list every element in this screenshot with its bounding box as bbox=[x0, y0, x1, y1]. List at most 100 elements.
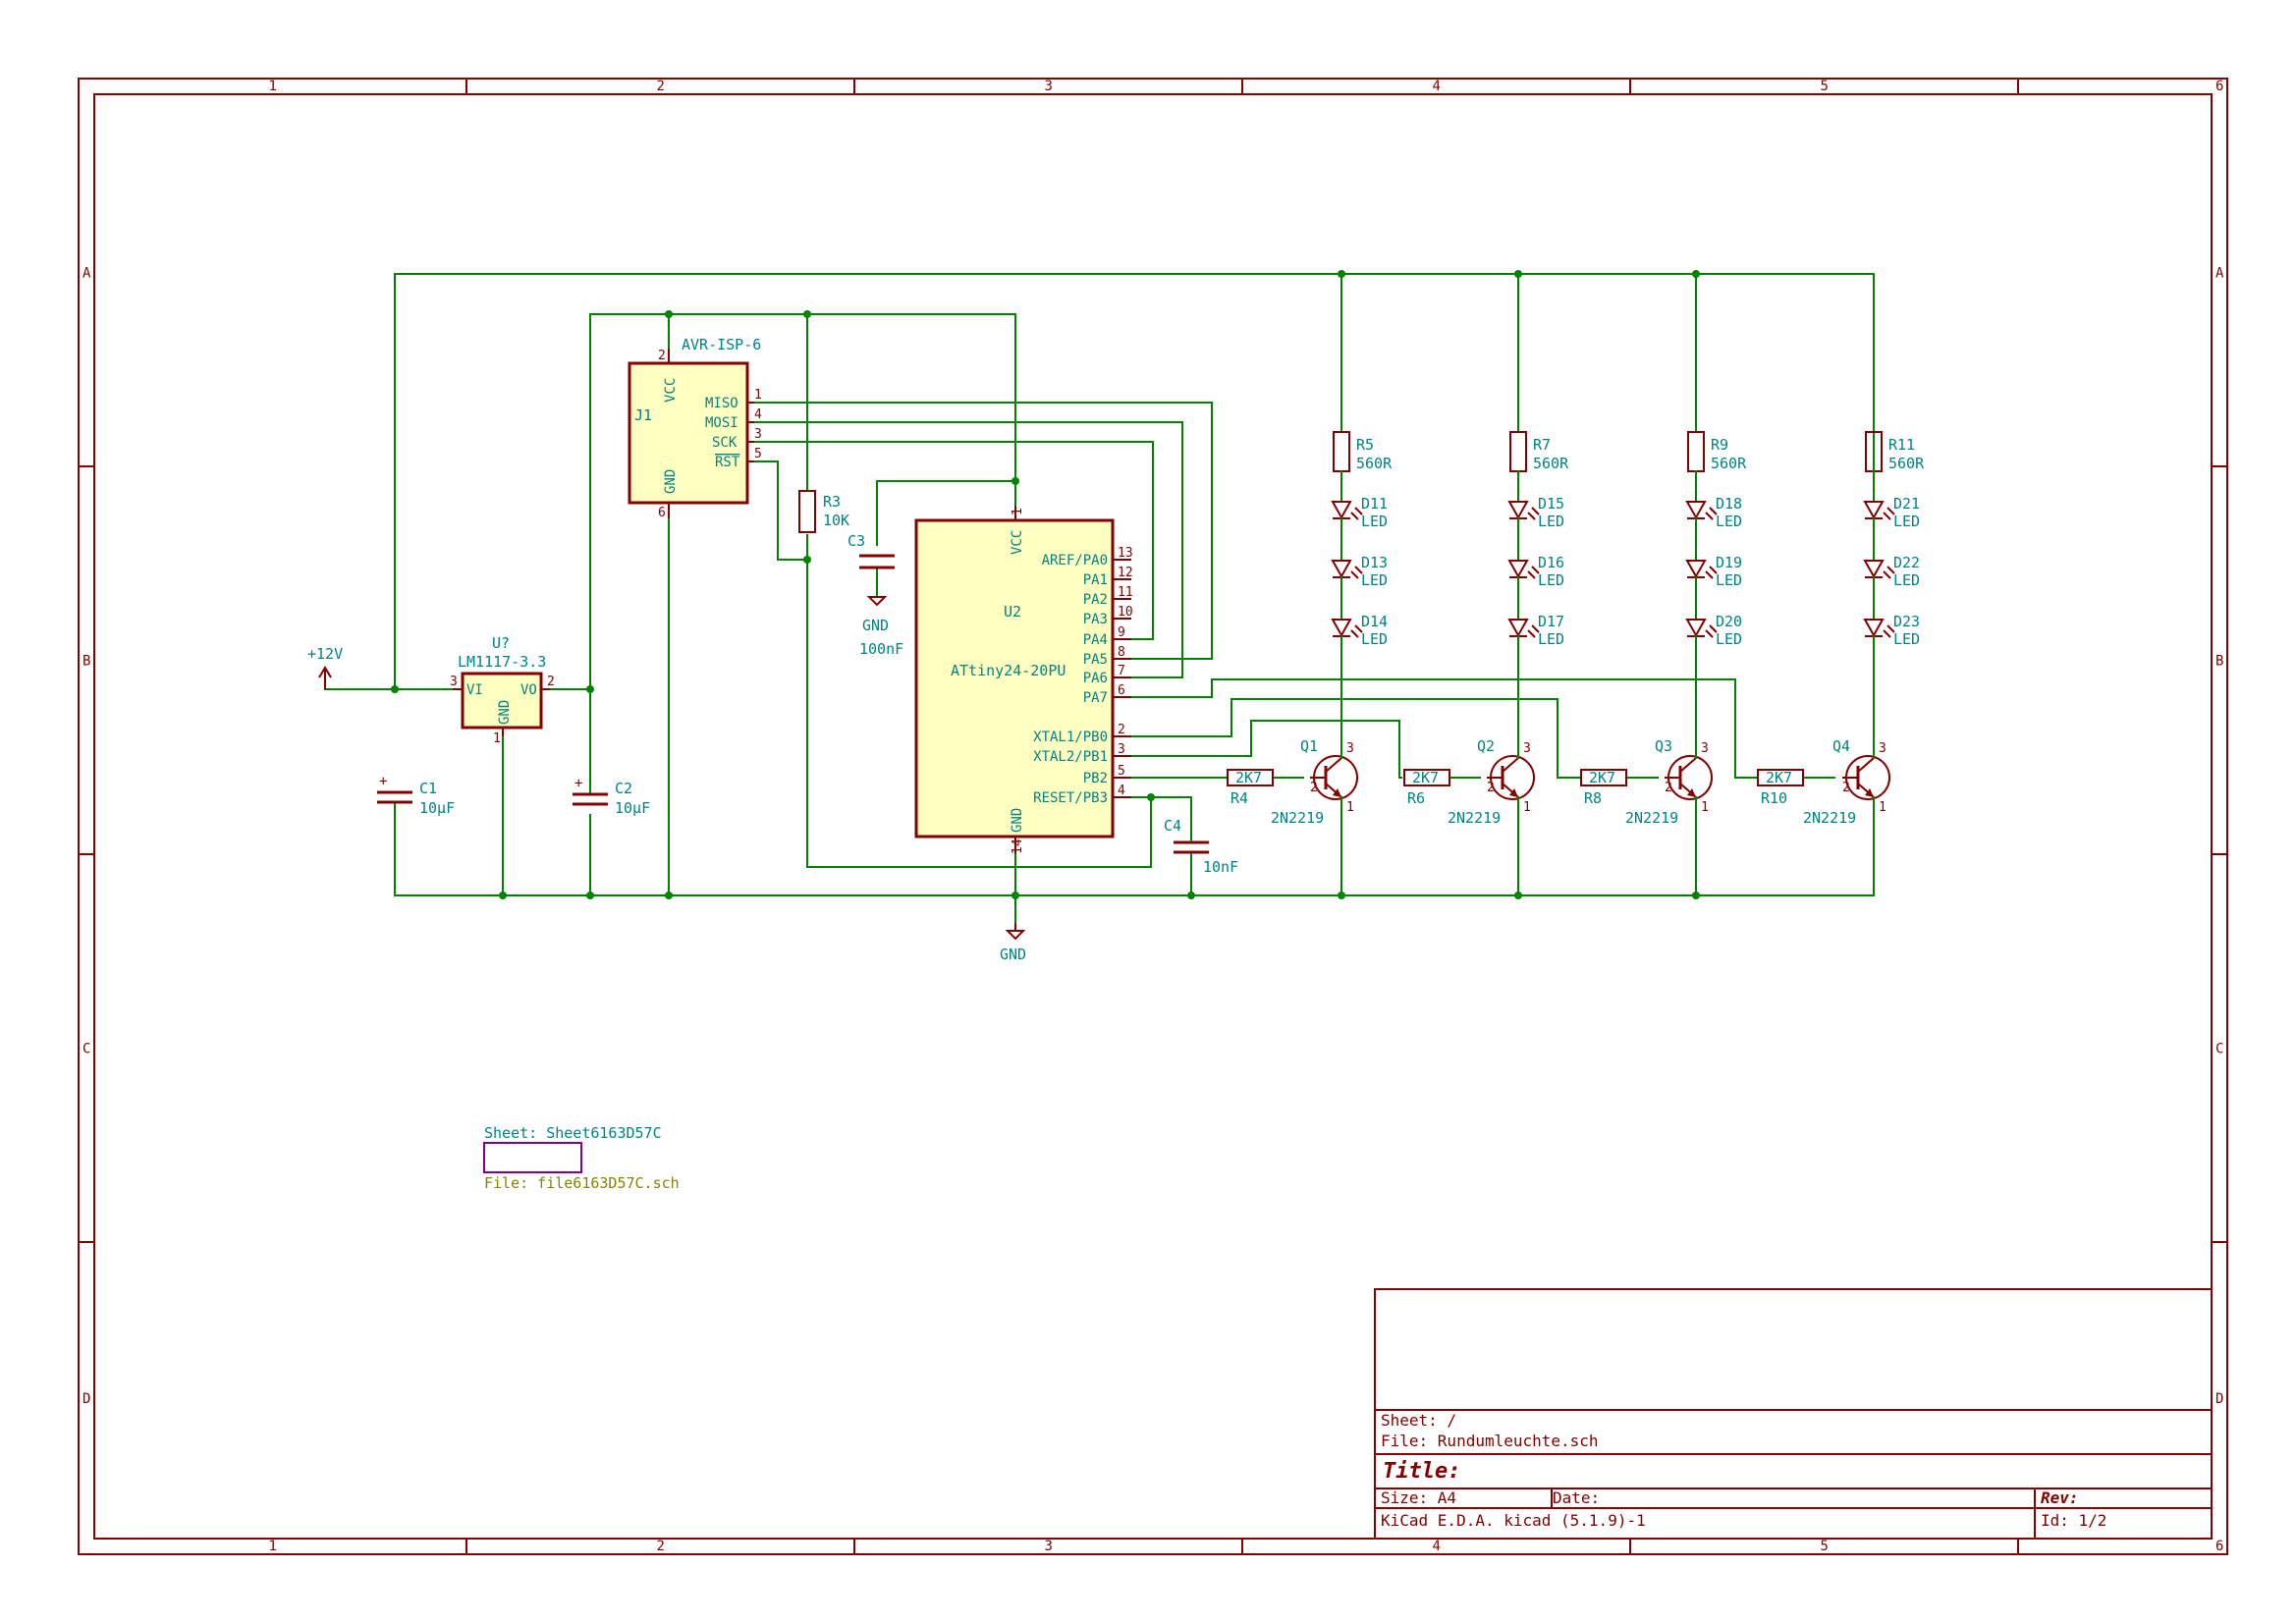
series-resistor-value: 560R bbox=[1533, 455, 1569, 472]
regulator-pin-vo: VO bbox=[520, 682, 537, 698]
regulator-num-gnd: 1 bbox=[493, 731, 501, 746]
series-resistor-value: 560R bbox=[1711, 455, 1747, 472]
mcu-value: ATtiny24-20PU bbox=[951, 662, 1066, 679]
frame-col-label: 2 bbox=[657, 1539, 665, 1554]
base-resistor-ref: R6 bbox=[1407, 789, 1425, 807]
c3-value: 100nF bbox=[859, 640, 903, 658]
led-ref: D22 bbox=[1893, 554, 1920, 571]
led-ref: D20 bbox=[1716, 613, 1742, 630]
regulator-value: LM1117-3.3 bbox=[458, 653, 546, 671]
title-block: Sheet: / File: Rundumleuchte.sch Title: … bbox=[1374, 1288, 2213, 1540]
mcu-pin-num: 11 bbox=[1118, 585, 1133, 600]
mcu-pin-name: XTAL1/PB0 bbox=[1033, 730, 1108, 745]
frame-row-label: C bbox=[82, 1042, 90, 1057]
led-icon bbox=[1863, 501, 1885, 520]
mcu-pin-name: PA5 bbox=[1083, 652, 1108, 668]
led-value: LED bbox=[1716, 630, 1742, 648]
c4-value: 10nF bbox=[1203, 858, 1238, 876]
tb-tool: KiCad E.D.A. kicad (5.1.9)-1 bbox=[1381, 1511, 1646, 1530]
mcu-pin-num: 3 bbox=[1118, 742, 1125, 757]
mcu-ref: U2 bbox=[1004, 603, 1021, 621]
transistor-pin-c: 3 bbox=[1523, 741, 1531, 756]
base-resistor-ref: R10 bbox=[1761, 789, 1787, 807]
power-12v-label: +12V bbox=[307, 645, 343, 663]
r3-value: 10K bbox=[823, 512, 849, 529]
tb-sheet: Sheet: / bbox=[1381, 1411, 1456, 1430]
mcu-pin-name: PA7 bbox=[1083, 690, 1108, 706]
frame-col-label: 6 bbox=[2215, 79, 2223, 94]
mcu-pin-num: 12 bbox=[1118, 566, 1133, 580]
led-value: LED bbox=[1361, 513, 1388, 530]
base-resistor-ref: R8 bbox=[1584, 789, 1602, 807]
regulator-pin-vi: VI bbox=[466, 682, 483, 698]
led-icon bbox=[1331, 501, 1352, 520]
frame-col-label: 4 bbox=[1433, 1539, 1441, 1554]
transistor-value: 2N2219 bbox=[1803, 809, 1856, 827]
base-resistor bbox=[1580, 769, 1627, 786]
transistor-pin-c: 3 bbox=[1879, 741, 1886, 756]
mcu-pin-name: PA6 bbox=[1083, 671, 1108, 686]
mcu-pin-name: PA4 bbox=[1083, 632, 1108, 648]
led-value: LED bbox=[1716, 571, 1742, 589]
transistor-pin-b: 2 bbox=[1310, 781, 1318, 795]
tb-size: Size: A4 bbox=[1381, 1488, 1456, 1507]
series-resistor-ref: R9 bbox=[1711, 436, 1728, 454]
mcu-pin-num: 6 bbox=[1118, 683, 1125, 698]
transistor-pin-c: 3 bbox=[1701, 741, 1709, 756]
led-icon bbox=[1331, 560, 1352, 579]
resistor-r3: R3 10K bbox=[798, 490, 849, 533]
c1-value: 10µF bbox=[419, 799, 455, 817]
isp-pin-gnd: GND bbox=[663, 469, 679, 494]
mcu-pin-name: PA3 bbox=[1083, 612, 1108, 627]
series-resistor bbox=[1333, 431, 1350, 472]
wires bbox=[324, 273, 1875, 924]
mcu-num-gnd: 14 bbox=[1011, 839, 1025, 854]
c2-ref: C2 bbox=[615, 780, 632, 797]
c1-ref: C1 bbox=[419, 780, 437, 797]
regulator-num-vi: 3 bbox=[450, 675, 458, 689]
isp-ref: J1 bbox=[634, 406, 652, 424]
subsheet[interactable]: Sheet: Sheet6163D57C File: file6163D57C.… bbox=[483, 1124, 680, 1192]
frame-col-label: 5 bbox=[1821, 1539, 1829, 1554]
led-ref: D17 bbox=[1538, 613, 1564, 630]
mcu-pin-gnd: GND bbox=[1010, 808, 1025, 833]
led-ref: D14 bbox=[1361, 613, 1388, 630]
tb-title: Title: bbox=[1383, 1459, 1460, 1484]
led-value: LED bbox=[1538, 513, 1564, 530]
led-icon bbox=[1507, 619, 1529, 638]
tb-id: Id: 1/2 bbox=[2041, 1511, 2106, 1530]
regulator-lm1117: U? LM1117-3.3 VI VO GND 3 2 1 bbox=[450, 634, 555, 746]
transistor-pin-e: 1 bbox=[1879, 800, 1886, 815]
mcu-pin-name: AREF/PA0 bbox=[1042, 553, 1108, 568]
series-resistor-ref: R5 bbox=[1356, 436, 1374, 454]
transistor-value: 2N2219 bbox=[1625, 809, 1678, 827]
mcu-pin-name: RESET/PB3 bbox=[1033, 790, 1108, 806]
mcu-pin-num: 10 bbox=[1118, 605, 1133, 620]
base-resistor-value: 2K7 bbox=[1589, 769, 1615, 786]
frame-row-label: D bbox=[82, 1391, 90, 1407]
c2-value: 10µF bbox=[615, 799, 650, 817]
led-value: LED bbox=[1538, 630, 1564, 648]
frame-col-label: 3 bbox=[1045, 79, 1053, 94]
isp-pin-miso: MISO bbox=[705, 396, 738, 411]
c1-polarity: + bbox=[379, 774, 387, 789]
tb-file: File: Rundumleuchte.sch bbox=[1381, 1432, 1599, 1450]
transistor-pin-e: 1 bbox=[1346, 800, 1354, 815]
mcu-pin-name: XTAL2/PB1 bbox=[1033, 749, 1108, 765]
led-value: LED bbox=[1893, 630, 1920, 648]
power-gnd-main: GND bbox=[1000, 923, 1026, 963]
c2-polarity: + bbox=[574, 776, 582, 791]
series-resistor-ref: R7 bbox=[1533, 436, 1551, 454]
capacitor-c1: + C1 10µF bbox=[377, 774, 455, 817]
led-value: LED bbox=[1893, 513, 1920, 530]
series-resistor bbox=[1687, 431, 1705, 472]
frame-row-label: A bbox=[2215, 266, 2224, 282]
transistor-pin-c: 3 bbox=[1346, 741, 1354, 756]
led-value: LED bbox=[1361, 571, 1388, 589]
isp-connector-j1: AVR-ISP-6 J1 VCC GND MISO MOSI SCK RST 2… bbox=[628, 336, 762, 520]
base-resistor-value: 2K7 bbox=[1235, 769, 1262, 786]
led-icon bbox=[1863, 560, 1885, 579]
led-ref: D13 bbox=[1361, 554, 1388, 571]
led-value: LED bbox=[1716, 513, 1742, 530]
regulator-pin-gnd: GND bbox=[497, 700, 513, 725]
